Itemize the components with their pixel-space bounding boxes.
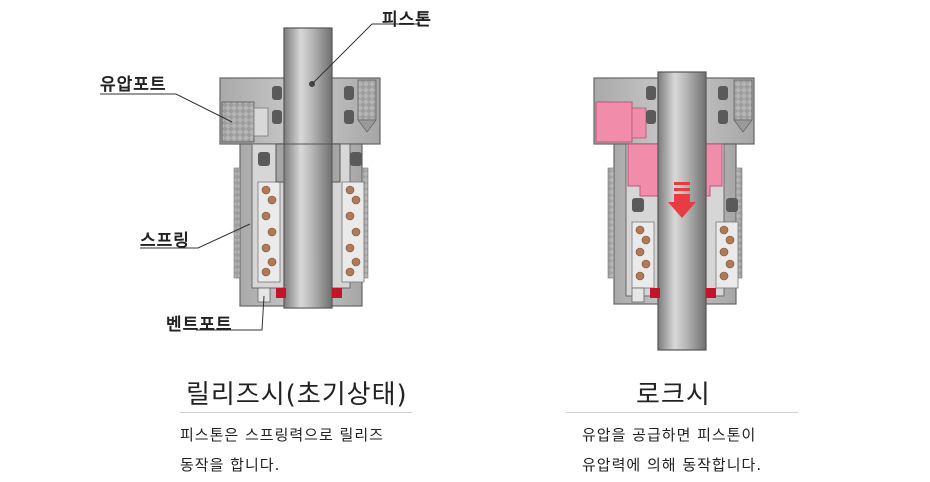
callout-label-vent-port: 벤트포트 [166, 315, 233, 335]
lock-oil-port-passage [631, 107, 647, 139]
release-oring-mid-right [344, 110, 354, 124]
callout-label-oil-port: 유압포트 [100, 75, 167, 95]
release-desc-line1: 피스톤은 스프링력으로 릴리즈 [180, 426, 384, 444]
release-oring-upper-right [350, 152, 362, 166]
lock-oring-mid-right [718, 110, 728, 124]
lock-piston-rod [657, 71, 707, 351]
release-divider [180, 412, 412, 413]
release-state-cylinder [219, 27, 381, 309]
lock-spring-right [719, 225, 735, 281]
release-screw-tip [357, 119, 377, 133]
callout-line-piston-diag [311, 23, 373, 85]
release-callout-lines [100, 23, 420, 331]
release-oring-top-right [344, 86, 354, 100]
release-desc-line2: 동작을 합니다. [180, 456, 281, 474]
release-title: 릴리즈시(초기상태) [186, 380, 408, 410]
release-oring-upper-left [258, 152, 270, 166]
lock-screw-hole [733, 79, 753, 121]
lock-thread-left [607, 167, 615, 279]
lock-vent-port [631, 287, 645, 303]
lock-oil-port-hole [595, 101, 633, 143]
lock-oring-right [726, 198, 738, 212]
lock-oring-top-right [718, 86, 728, 100]
release-spring-left [261, 185, 277, 277]
release-seal-left [276, 288, 286, 298]
callout-line-oil-port [100, 93, 233, 123]
lock-seal-right [706, 288, 716, 298]
release-piston-body [283, 143, 333, 309]
lock-down-arrow [668, 182, 696, 218]
lock-divider [566, 412, 798, 413]
release-oil-port-passage [253, 107, 269, 137]
release-oring-mid-left [272, 110, 282, 124]
lock-desc-line2: 유압력에 의해 동작합니다. [582, 456, 763, 474]
release-oring-top-left [272, 86, 282, 100]
lock-oring-left [632, 198, 644, 212]
lock-desc-line1: 유압을 공급하면 피스톤이 [582, 426, 757, 444]
callout-label-spring: 스프링 [140, 231, 190, 251]
callout-line-vent-port [196, 295, 265, 331]
callout-line-spring [140, 223, 251, 249]
lock-oring-mid-left [646, 110, 656, 124]
lock-spring-left [635, 225, 651, 281]
release-seal-right [332, 288, 342, 298]
lock-oring-top-left [646, 86, 656, 100]
release-screw-hole [357, 79, 377, 121]
release-thread-left [233, 167, 241, 279]
lock-seal-left [650, 288, 660, 298]
lock-screw-tip [733, 119, 753, 133]
release-oil-port-hole [221, 101, 255, 143]
release-spring-right [345, 185, 361, 277]
lock-state-cylinder [593, 71, 755, 351]
callout-label-piston: 피스톤 [382, 10, 432, 30]
lock-title: 로크시 [636, 380, 711, 410]
